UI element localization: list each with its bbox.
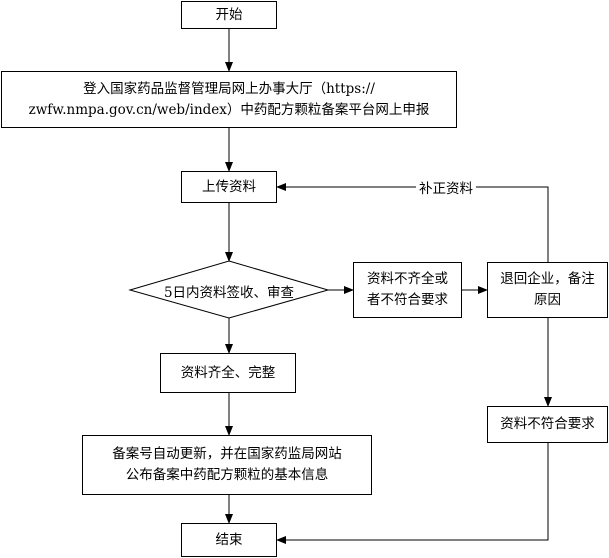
arrow-return-to-upload (276, 183, 549, 262)
node-end: 结束 (181, 523, 277, 557)
node-incomplete: 资料不齐全或 者不符合要求 (353, 262, 462, 318)
node-publish: 备案号自动更新，并在国家药监局网站 公布备案中药配方颗粒的基本信息 (82, 435, 372, 495)
arrow-nonconform-to-end (276, 443, 549, 544)
decision-review-diamond (128, 260, 330, 319)
node-return: 退回企业，备注 原因 (487, 262, 608, 318)
node-start: 开始 (181, 1, 277, 29)
node-submit: 登入国家药品监督管理局网上办事大厅（https:// zwfw.nmpa.gov… (1, 71, 457, 128)
node-review-text: 5日内资料签收、审查 (163, 285, 295, 301)
label-supplement: 补正资料 (416, 177, 476, 197)
node-upload: 上传资料 (181, 171, 277, 203)
node-nonconform: 资料不符合要求 (487, 406, 608, 443)
node-complete: 资料齐全、完整 (160, 353, 296, 393)
